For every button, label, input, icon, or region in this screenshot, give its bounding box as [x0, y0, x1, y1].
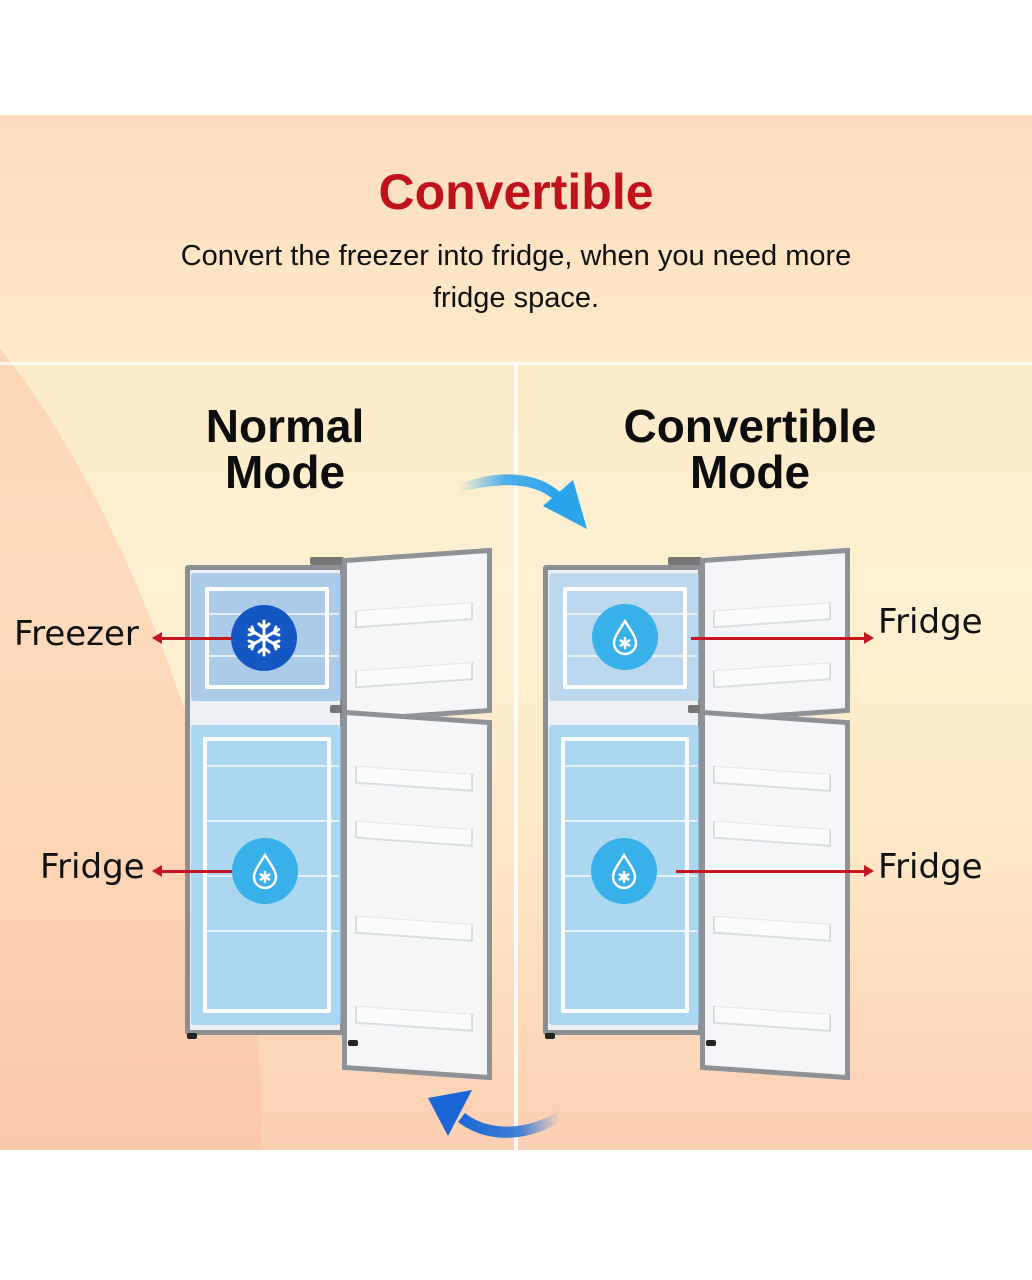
convertible-mode-title: Convertible Mode [585, 403, 915, 495]
converted-fridge-pointer-line [691, 632, 874, 644]
fridge-compartment [549, 725, 699, 1025]
convertible-mode-panel [518, 362, 1032, 1150]
water-drop-icon [232, 838, 298, 904]
label-fridge: Fridge [40, 847, 145, 887]
snowflake-icon [231, 605, 297, 671]
convert-arrow-icon [460, 474, 587, 529]
airflow-loop [563, 587, 687, 689]
fridge-pointer-line [676, 865, 874, 877]
label-fridge: Fridge [878, 847, 983, 887]
top-hinge [310, 557, 344, 565]
freezer-door [342, 547, 492, 724]
water-drop-icon [591, 838, 657, 904]
panel-divider [514, 362, 518, 1150]
airflow-loop [203, 737, 331, 1013]
mode-title-line1: Normal [205, 400, 365, 452]
label-converted-fridge: Fridge [878, 602, 983, 642]
mode-title-line1: Convertible [623, 400, 877, 452]
top-hinge [668, 557, 702, 565]
mode-title-line2: Mode [224, 446, 346, 498]
airflow-loop [561, 737, 689, 1013]
water-drop-icon [592, 604, 658, 670]
normal-mode-panel [0, 362, 514, 1150]
page-title: Convertible [378, 164, 654, 220]
page-subtitle: Convert the freezer into fridge, when yo… [180, 240, 852, 314]
fridge-door [700, 709, 850, 1081]
normal-mode-title: Normal Mode [170, 403, 400, 495]
header: Convertible Convert the freezer into fri… [0, 115, 1032, 360]
top-door [700, 547, 850, 724]
revert-arrow-icon [428, 1090, 560, 1138]
freezer-pointer-line [152, 632, 232, 644]
fridge-door [342, 709, 492, 1081]
label-freezer: Freezer [14, 614, 139, 654]
convertible-mode-fridge-illustration [543, 547, 853, 1081]
fridge-pointer-line [152, 865, 232, 877]
normal-mode-fridge-illustration [185, 547, 495, 1081]
mode-title-line2: Mode [689, 446, 811, 498]
